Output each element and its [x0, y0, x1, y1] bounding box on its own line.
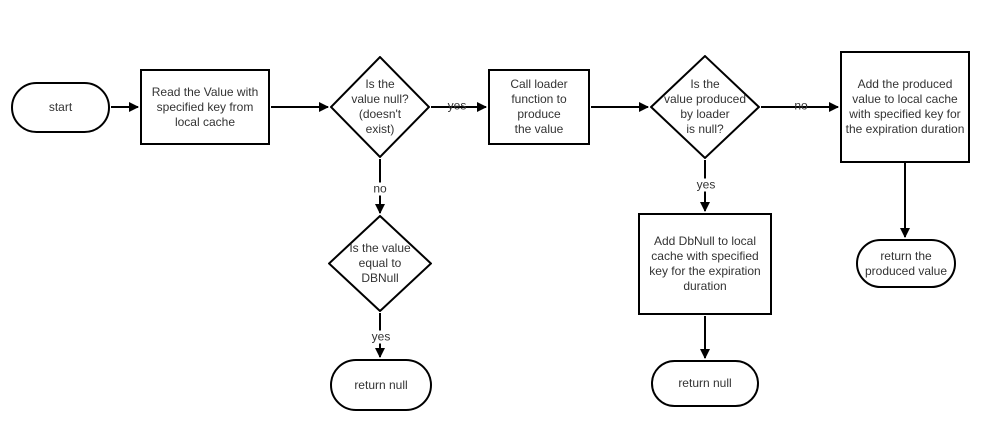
node-add-dbnull: Add DbNull to local cache with specified… [638, 213, 772, 315]
node-return-null-left: return null [330, 359, 432, 411]
node-return-null-left-label: return null [354, 377, 408, 392]
node-add-dbnull-label: Add DbNull to local cache with specified… [649, 234, 761, 293]
decision-is-produced-null-label: Is the value produced by loader is null? [663, 77, 747, 136]
node-read-value-label: Read the Value with specified key from l… [151, 84, 259, 129]
node-start-label: start [48, 100, 73, 114]
node-read-value: Read the Value with specified key from l… [140, 69, 270, 145]
node-add-produced-value-label: Add the produced value to local cache wi… [845, 77, 965, 136]
node-call-loader-label: Call loader function to produce the valu… [510, 77, 568, 136]
node-return-null-mid: return null [651, 360, 759, 407]
decision-is-value-null-label: Is the value null? (doesn't exist) [351, 77, 409, 136]
node-return-null-mid-label: return null [678, 376, 732, 390]
node-call-loader: Call loader function to produce the valu… [488, 69, 590, 145]
node-start: start [11, 82, 110, 133]
decision-is-produced-null: Is the value produced by loader is null? [650, 55, 760, 159]
decision-is-value-null: Is the value null? (doesn't exist) [330, 56, 430, 158]
node-return-produced-value-label: return the produced value [864, 248, 948, 278]
edge-label-produced-null-no: no [794, 98, 808, 113]
edge-label-equal-dbnull-yes: yes [370, 329, 392, 344]
edge-label-value-null-yes: yes [447, 98, 467, 113]
diamond-shape [328, 215, 432, 312]
diamond-shape [650, 55, 760, 159]
decision-is-equal-dbnull-label: Is the value equal to DBNull [349, 241, 411, 285]
decision-is-equal-dbnull: Is the value equal to DBNull [328, 215, 432, 312]
diamond-shape [330, 56, 430, 158]
edge-label-produced-null-yes: yes [695, 177, 717, 192]
node-add-produced-value: Add the produced value to local cache wi… [840, 51, 970, 163]
node-return-produced-value: return the produced value [856, 239, 956, 288]
edge-label-value-null-no: no [372, 181, 388, 196]
